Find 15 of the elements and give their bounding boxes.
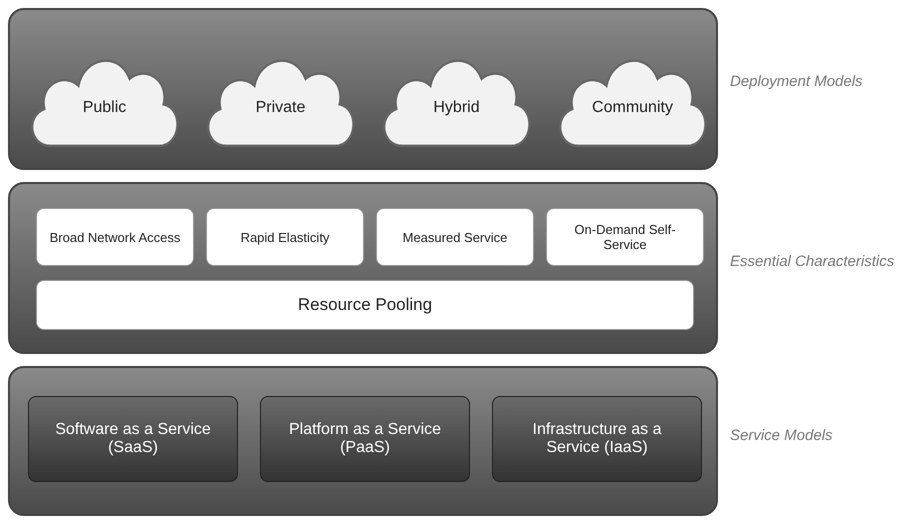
layer-title: Service Models: [730, 426, 834, 445]
characteristic-box: Broad Network Access: [36, 208, 194, 266]
layer-title: Deployment Models: [730, 72, 864, 91]
cloud-label: Community: [592, 98, 673, 116]
layer-title: Essential Characteristics: [730, 252, 896, 271]
cloud-label: Public: [82, 98, 126, 116]
service-box: Infrastructure as a Service (IaaS): [492, 396, 702, 482]
characteristic-box: Measured Service: [376, 208, 534, 266]
characteristic-box: On-Demand Self-Service: [546, 208, 704, 266]
cloud-label: Private: [256, 98, 306, 116]
service-box: Platform as a Service (PaaS): [260, 396, 470, 482]
service-box: Software as a Service (SaaS): [28, 396, 238, 482]
characteristic-box: Rapid Elasticity: [206, 208, 364, 266]
cloud-label: Hybrid: [433, 98, 480, 116]
resource-pool-bar: Resource Pooling: [36, 280, 694, 330]
